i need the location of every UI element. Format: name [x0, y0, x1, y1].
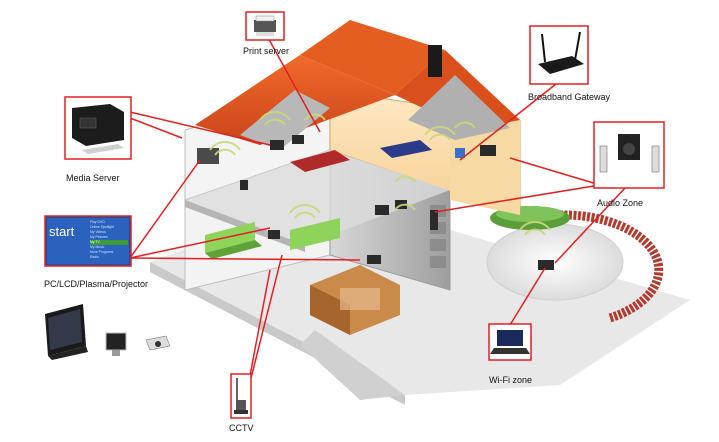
media-center-menu-item: My TV — [90, 240, 128, 245]
house-roof — [195, 20, 520, 150]
broadband-gateway-thumbnail[interactable] — [529, 25, 589, 85]
wifi-signals — [209, 111, 551, 236]
pc-display-label: PC/LCD/Plasma/Projector — [44, 279, 149, 289]
media-center-menu-item: Online Spotlight — [90, 225, 114, 229]
wifi-laptop-thumbnail[interactable] — [488, 323, 532, 361]
print-server-label: Print server — [243, 46, 290, 56]
media-center-menu: Play DVD Online Spotlight My Videos My P… — [90, 220, 128, 260]
media-center-menu-item: Radio — [90, 255, 99, 259]
media-center-title: start — [49, 224, 75, 239]
display-devices — [45, 304, 171, 360]
media-server-label: Media Server — [66, 173, 120, 183]
media-center-menu-item: My Pictures — [90, 235, 108, 239]
connector-lines — [129, 33, 626, 403]
audio-zone-thumbnail[interactable] — [593, 121, 665, 189]
media-center-screen-thumbnail[interactable] — [44, 215, 132, 267]
media-center-menu-item: More Programs — [90, 250, 114, 254]
media-server-thumbnail[interactable] — [64, 96, 132, 160]
living-room — [205, 218, 400, 335]
media-center-menu-item: Play DVD — [90, 220, 105, 224]
wifi-zone-label: Wi-Fi zone — [489, 375, 533, 385]
audio-zone-label: Audio Zone — [597, 198, 644, 208]
media-center-menu-item: My Videos — [90, 230, 106, 234]
media-center-menu-item: My Music — [90, 245, 105, 249]
cctv-thumbnail[interactable] — [230, 373, 252, 419]
broadband-gateway-label: Broadband Gateway — [528, 92, 611, 102]
cctv-label: CCTV — [229, 423, 254, 433]
print-server-thumbnail[interactable] — [245, 11, 285, 41]
bedroom — [290, 140, 432, 172]
